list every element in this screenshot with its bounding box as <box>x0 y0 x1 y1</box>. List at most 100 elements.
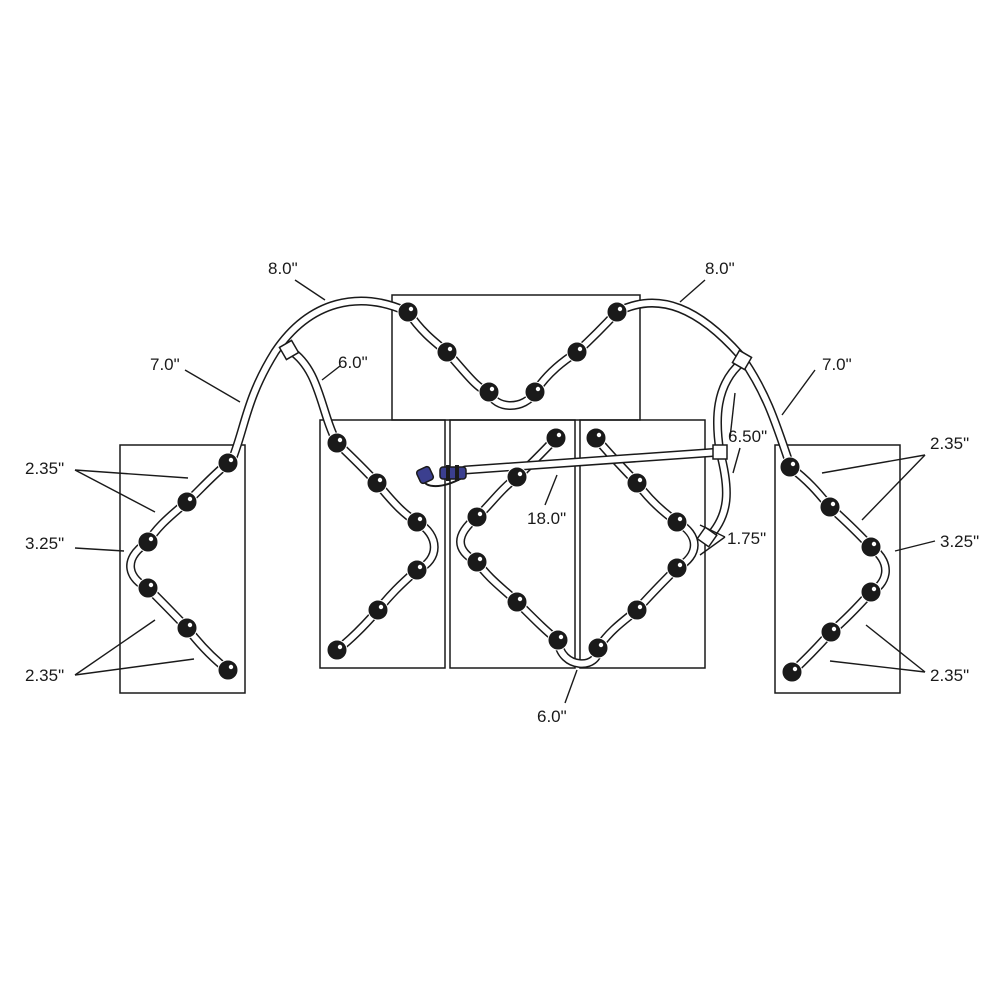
jet-nozzle-icon <box>408 306 414 312</box>
panels <box>119 294 901 694</box>
label-left-235-bottom: 2.35" <box>25 666 64 685</box>
jet-icon <box>326 639 348 661</box>
jet-nozzle-icon <box>517 471 523 477</box>
jet-nozzle-icon <box>871 586 877 592</box>
jet-icon <box>137 577 159 599</box>
jet-icon <box>820 621 842 643</box>
jet-nozzle-icon <box>187 622 193 628</box>
jet-icon <box>666 511 688 533</box>
jet-icon <box>779 456 801 478</box>
jet-icon <box>566 341 588 363</box>
hose-top-main <box>225 296 413 470</box>
label-right-325: 3.25" <box>940 532 979 551</box>
hoses <box>126 296 890 677</box>
jet-nozzle-icon <box>337 437 343 443</box>
label-left-325: 3.25" <box>25 534 64 553</box>
dimension-labels: 8.0" 8.0" 7.0" 7.0" 6.0" 6.50" 18.0" 1.7… <box>25 259 979 726</box>
jet-nozzle-icon <box>337 644 343 650</box>
label-left-7: 7.0" <box>150 355 180 374</box>
jet-nozzle-icon <box>558 634 564 640</box>
jet-nozzle-icon <box>477 556 483 562</box>
jet-nozzle-icon <box>790 461 796 467</box>
jet-nozzle-icon <box>477 511 483 517</box>
hose-center-branch <box>285 345 342 448</box>
jet-nozzle-icon <box>596 432 602 438</box>
jet-icon <box>406 559 428 581</box>
jet-icon <box>406 511 428 533</box>
jet-icon <box>860 536 882 558</box>
jet-nozzle-icon <box>535 386 541 392</box>
jet-nozzle-icon <box>447 346 453 352</box>
inlet-connector-icon <box>415 465 467 487</box>
jet-nozzle-icon <box>677 562 683 568</box>
hose-inlet-line <box>460 447 725 475</box>
panel-left <box>119 444 246 694</box>
leader-lines <box>74 279 936 704</box>
panel-center-middle <box>449 419 576 669</box>
jet-icon <box>524 381 546 403</box>
jet-nozzle-icon <box>187 496 193 502</box>
label-left-235-top: 2.35" <box>25 459 64 478</box>
jet-icon <box>466 551 488 573</box>
jet-icon <box>137 531 159 553</box>
panel-right <box>774 444 901 694</box>
tee-fitting-icon <box>696 526 718 548</box>
tee-fitting-icon <box>278 339 300 361</box>
jet-nozzle-icon <box>637 604 643 610</box>
jet-icon <box>366 472 388 494</box>
jet-icon <box>326 432 348 454</box>
tee-fitting-icon <box>731 349 753 371</box>
jet-icon <box>666 557 688 579</box>
jet-icon <box>217 452 239 474</box>
jet-nozzle-icon <box>377 477 383 483</box>
jet-nozzle-icon <box>417 516 423 522</box>
jet-nozzle-icon <box>489 386 495 392</box>
hose-right-panel <box>785 462 890 677</box>
jet-nozzle-icon <box>148 582 154 588</box>
jet-icon <box>626 599 648 621</box>
jet-icon <box>606 301 628 323</box>
jet-nozzle-icon <box>228 457 234 463</box>
jet-icon <box>587 637 609 659</box>
jet-nozzle-icon <box>378 604 384 610</box>
jet-icon <box>397 301 419 323</box>
jet-nozzle-icon <box>831 626 837 632</box>
jet-icon <box>781 661 803 683</box>
jet-nozzle-icon <box>617 306 623 312</box>
jet-nozzle-icon <box>830 501 836 507</box>
jet-icon <box>478 381 500 403</box>
jet-nozzle-icon <box>871 541 877 547</box>
jet-icon <box>545 427 567 449</box>
jet-icon <box>819 496 841 518</box>
jet-nozzle-icon <box>598 642 604 648</box>
tee-fittings <box>278 339 753 548</box>
jet-icon <box>217 659 239 681</box>
label-right-7: 7.0" <box>822 355 852 374</box>
label-right-650: 6.50" <box>728 427 767 446</box>
label-right-175: 1.75" <box>727 529 766 548</box>
jet-nozzle-icon <box>417 564 423 570</box>
panel-center-left <box>319 419 446 669</box>
jet-icon <box>466 506 488 528</box>
jet-nozzle-icon <box>577 346 583 352</box>
label-right-235-top: 2.35" <box>930 434 969 453</box>
jet-icon <box>436 341 458 363</box>
jet-nozzle-icon <box>517 596 523 602</box>
jet-icon <box>176 617 198 639</box>
hose-left-panel <box>126 458 233 675</box>
jets <box>137 301 882 683</box>
label-top-left-8: 8.0" <box>268 259 298 278</box>
jet-nozzle-icon <box>792 666 798 672</box>
label-bottom-6: 6.0" <box>537 707 567 726</box>
label-right-235-bottom: 2.35" <box>930 666 969 685</box>
jet-nozzle-icon <box>228 664 234 670</box>
jet-icon <box>367 599 389 621</box>
tee-fitting-icon <box>712 444 728 460</box>
jet-icon <box>547 629 569 651</box>
jet-nozzle-icon <box>148 536 154 542</box>
jet-icon <box>860 581 882 603</box>
jet-icon <box>506 591 528 613</box>
jet-icon <box>585 427 607 449</box>
